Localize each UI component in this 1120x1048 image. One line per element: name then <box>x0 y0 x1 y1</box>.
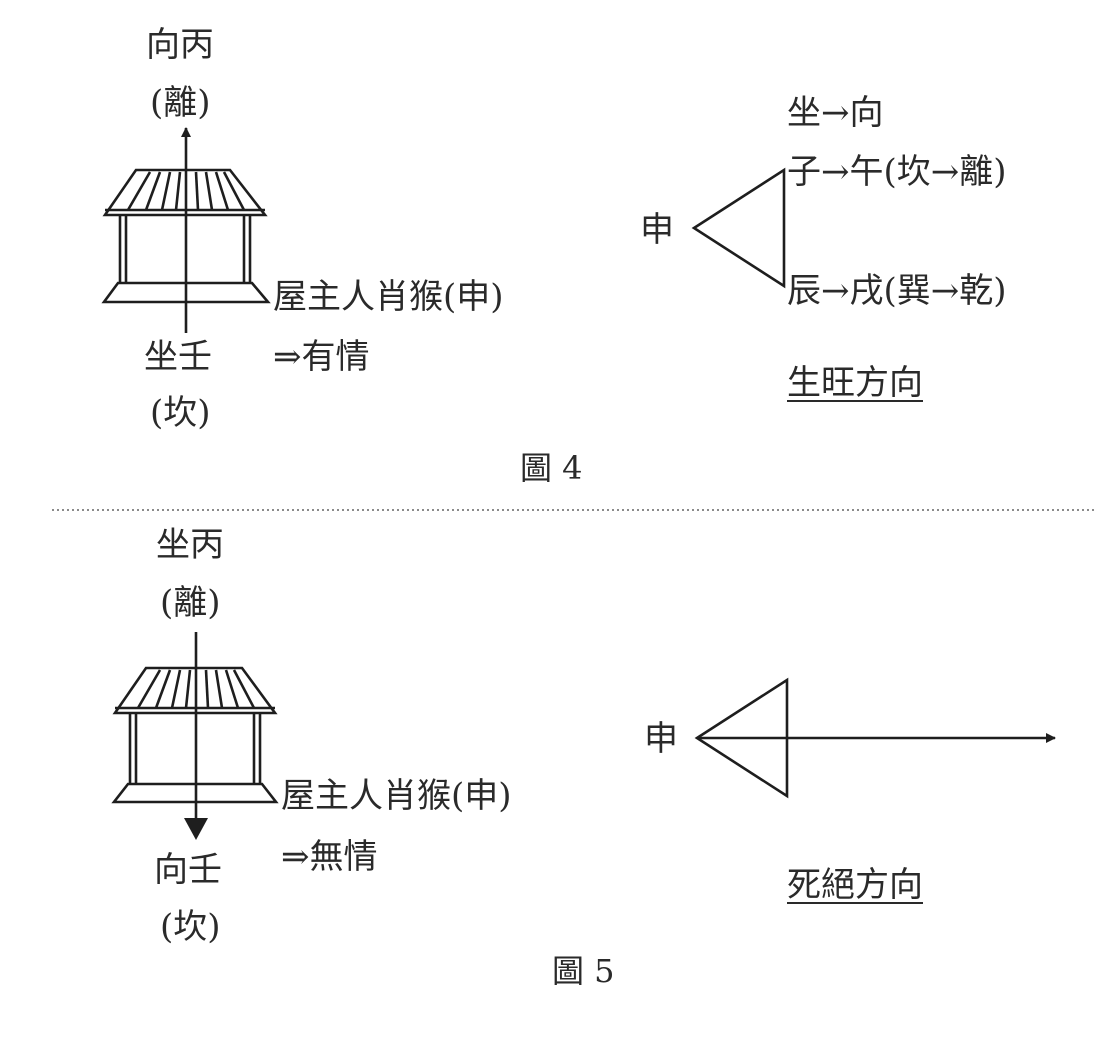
fig5-vertex-label: 申 <box>644 719 678 759</box>
fig4-vertex-label: 申 <box>640 210 674 250</box>
fig4-owner-note: 屋主人肖猴(申) <box>273 277 504 317</box>
fig4-walls <box>118 215 252 283</box>
fig4-row-2: 辰→戌(巽→乾) <box>787 271 1007 311</box>
fig4-house <box>101 168 271 304</box>
fig5-roof <box>112 666 278 715</box>
fig4-direction-label: 生旺方向 <box>787 363 923 403</box>
fig5-base <box>111 782 279 804</box>
fig4-verdict: ⇒有情 <box>273 337 370 377</box>
fig4-row-1: 子→午(坎→離) <box>787 152 1007 192</box>
fig4-bottom-label-2: (坎) <box>150 393 211 433</box>
fig5-arrowhead <box>184 818 208 840</box>
fig5-caption: 圖 5 <box>552 952 615 990</box>
fig5-top-label-1: 坐丙 <box>156 525 224 565</box>
fig5-verdict: ⇒無情 <box>281 837 378 877</box>
fig4-header-row: 坐→向 <box>787 93 884 133</box>
fig5-house <box>111 666 279 804</box>
fig4-roof <box>102 168 268 217</box>
fig4-top-label-2: (離) <box>150 83 211 123</box>
fig5-top-label-2: (離) <box>160 583 221 623</box>
fig4-top-label-1: 向丙 <box>146 25 214 65</box>
fig4-bottom-label-1: 坐壬 <box>144 337 212 377</box>
fig4-caption: 圖 4 <box>520 449 583 487</box>
fig5-direction-label: 死絕方向 <box>787 865 923 905</box>
fig5-walls <box>128 713 262 784</box>
fig4-base <box>101 281 271 304</box>
fig5-bottom-label-2: (坎) <box>160 907 221 947</box>
fig5-owner-note: 屋主人肖猴(申) <box>281 776 512 816</box>
fig5-bottom-label-1: 向壬 <box>154 850 222 890</box>
fig4-triangle <box>691 167 786 289</box>
